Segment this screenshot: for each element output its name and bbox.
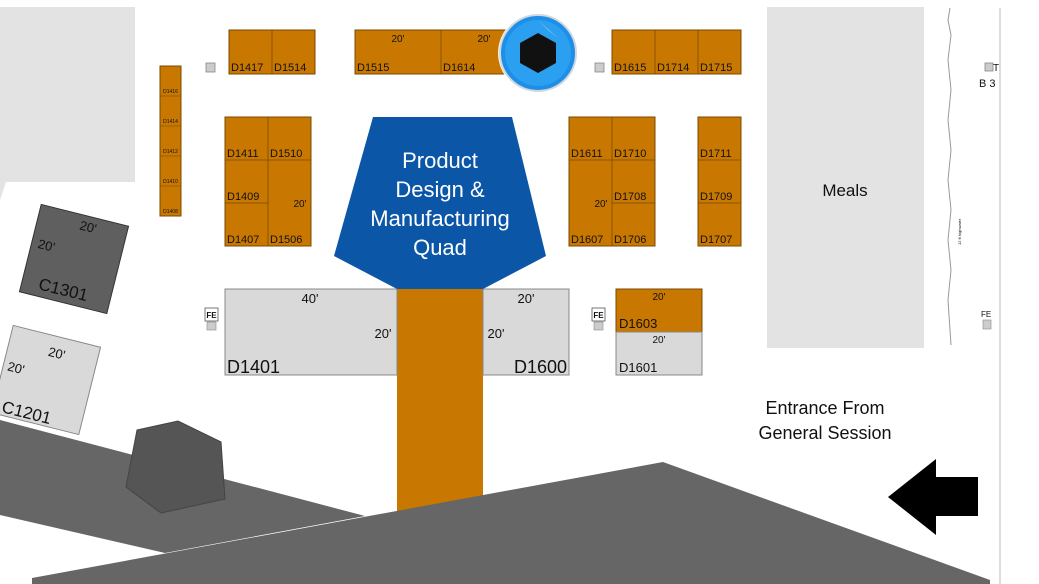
booth-label-d1709[interactable]: D1709 (700, 191, 732, 203)
booth-group-left-middle: D1411 D1510 D1409 20' D1407 D1506 (224, 116, 312, 247)
dim-label: 20' (652, 335, 665, 346)
dim-label: 20' (47, 344, 67, 363)
booth-d1600[interactable]: 20' 20' D1600 (482, 288, 570, 377)
marker-square (984, 62, 994, 72)
booth-label-d1607[interactable]: D1607 (571, 234, 603, 246)
entrance-label-line-1: Entrance From (765, 398, 884, 418)
dim-label: 20' (477, 34, 490, 45)
booth-d1401[interactable]: 40' 20' D1401 (224, 288, 398, 377)
top-left-area (0, 7, 135, 200)
dim-label: 20' (36, 236, 56, 255)
booth-group-d1417-d1514: D1417 D1514 (228, 29, 316, 75)
svg-text:FE: FE (593, 311, 604, 320)
svg-text:FE: FE (206, 311, 217, 320)
booth-c1201[interactable]: 20' 20' C1201 (0, 324, 102, 436)
booth-label-d1615: D1615 (614, 62, 646, 74)
booth-label-d1706[interactable]: D1706 (614, 234, 646, 246)
booth-label-d1411[interactable]: D1411 (227, 148, 259, 160)
booth-label-d1410[interactable]: D1410 (163, 179, 178, 185)
booth-d1603[interactable]: 20' D1603 (615, 288, 703, 333)
entrance-arrow-icon (888, 459, 978, 535)
dim-label: 40' (302, 291, 319, 306)
fire-extinguisher-icon: FE (204, 307, 219, 331)
booth-group-far-right: D1711 D1709 D1707 (697, 116, 742, 247)
booth-label-d1417: D1417 (231, 62, 263, 74)
booth-label-d1414[interactable]: D1414 (163, 119, 178, 125)
booth-label-d1416[interactable]: D1416 (163, 89, 178, 95)
booth-d1601[interactable]: 20' D1601 (615, 331, 703, 376)
entrance-label-line-2: General Session (758, 423, 891, 443)
vertical-tiny-text: 12 ft highwater (957, 218, 962, 245)
booth-label-d1711[interactable]: D1711 (700, 148, 732, 160)
svg-text:FE: FE (981, 310, 991, 319)
booth-label-d1715: D1715 (700, 62, 732, 74)
booth-label-d1514: D1514 (274, 62, 306, 74)
booth-label-d1407[interactable]: D1407 (227, 234, 259, 246)
logo-icon (498, 13, 578, 93)
dim-label: 20' (594, 199, 607, 210)
fire-extinguisher-icon: FE (981, 310, 992, 330)
right-wall-line (947, 7, 952, 346)
booth-label-d1710[interactable]: D1710 (614, 148, 646, 160)
marker-square (594, 62, 605, 73)
fire-extinguisher-icon: FE (591, 307, 606, 331)
booth-label-d1611[interactable]: D1611 (571, 148, 603, 160)
booth-label-d1506[interactable]: D1506 (270, 234, 302, 246)
dim-label: 20' (652, 292, 665, 303)
quad-title-line-1: Product (402, 148, 478, 173)
dim-label: 20' (518, 291, 535, 306)
quad-sign[interactable] (334, 117, 546, 289)
booth-label-d1515: D1515 (357, 62, 389, 74)
booth-label-d1708[interactable]: D1708 (614, 191, 646, 203)
booth-group-d1615-d1715: D1615 D1714 D1715 (611, 29, 742, 75)
dim-label: 20' (391, 34, 404, 45)
booth-group-right-middle: D1611 D1710 D1708 20' D1607 D1706 (568, 116, 656, 247)
hex-column (125, 420, 226, 514)
edge-label-b3: B 3 (979, 78, 996, 90)
booth-label-d1412[interactable]: D1412 (163, 149, 178, 155)
quad-title-line-2: Design & (395, 177, 485, 202)
booth-c1301[interactable]: 20' 20' C1301 (18, 203, 130, 315)
booth-label-d1714: D1714 (657, 62, 689, 74)
dim-label: 20' (375, 326, 392, 341)
booth-label-d1707[interactable]: D1707 (700, 234, 732, 246)
booth-label-d1603: D1603 (619, 316, 657, 331)
dim-label: 20' (78, 218, 98, 237)
booth-label-d1601: D1601 (619, 360, 657, 375)
booth-label-d1401: D1401 (227, 357, 280, 377)
center-walkway (397, 289, 483, 519)
quad-title-line-3: Manufacturing (370, 206, 509, 231)
booth-label-d1510[interactable]: D1510 (270, 148, 302, 160)
booth-label-d1409[interactable]: D1409 (227, 191, 259, 203)
bottom-right-wall (32, 462, 990, 584)
dim-label: 20' (6, 359, 26, 378)
booth-label-d1614: D1614 (443, 62, 475, 74)
marker-square (205, 62, 216, 73)
quad-title-line-4: Quad (413, 235, 467, 260)
booth-label-d1600: D1600 (514, 357, 567, 377)
booth-label-d1408[interactable]: D1408 (163, 209, 178, 215)
edge-label-t: T (993, 63, 999, 74)
meals-area[interactable] (767, 7, 924, 348)
booth-column-narrow: D1416 D1414 D1412 D1410 D1408 (159, 65, 182, 217)
meals-label: Meals (822, 181, 867, 200)
dim-label: 20' (488, 326, 505, 341)
dim-label: 20' (293, 199, 306, 210)
